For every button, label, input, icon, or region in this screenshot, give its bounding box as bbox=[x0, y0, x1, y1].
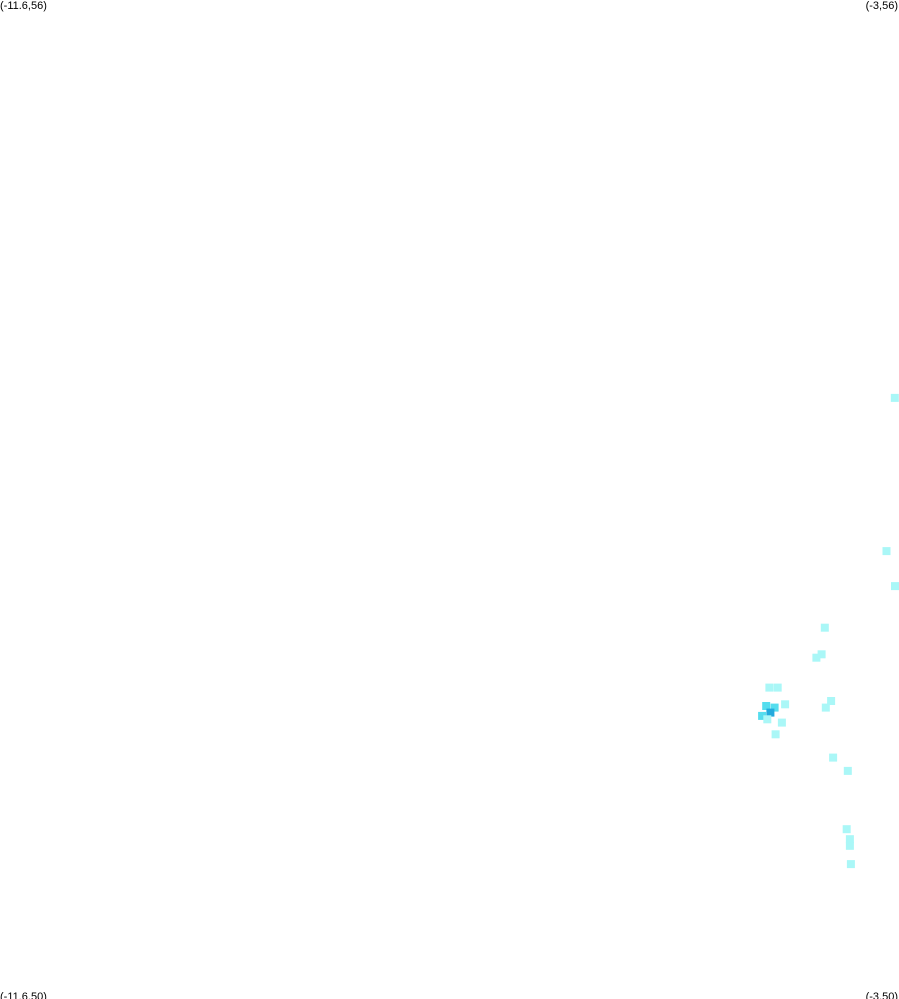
density-cell bbox=[890, 393, 899, 402]
density-cell bbox=[827, 697, 836, 705]
density-cell bbox=[846, 860, 855, 869]
density-cell bbox=[758, 711, 767, 720]
density-cell bbox=[820, 623, 829, 632]
density-cell bbox=[891, 582, 899, 591]
density-cell bbox=[763, 715, 772, 724]
density-cell bbox=[821, 703, 830, 712]
corner-label-bottom-right: (-3,50) bbox=[865, 991, 898, 999]
corner-label-bottom-left: (-11.6,50) bbox=[0, 991, 47, 999]
density-cell bbox=[845, 841, 854, 850]
density-cell bbox=[817, 650, 826, 659]
density-cell bbox=[845, 835, 854, 844]
density-cell bbox=[766, 708, 775, 717]
density-cell bbox=[762, 702, 771, 710]
density-cell bbox=[781, 700, 790, 709]
density-cell bbox=[771, 730, 780, 739]
density-cell bbox=[843, 766, 852, 775]
density-cell bbox=[777, 718, 786, 727]
corner-label-top-right: (-3,56) bbox=[865, 0, 898, 12]
density-cell bbox=[765, 683, 774, 692]
density-cell bbox=[829, 753, 838, 762]
density-cells-layer bbox=[758, 393, 899, 869]
density-cell bbox=[773, 683, 782, 692]
density-cell bbox=[842, 825, 851, 834]
density-cell bbox=[882, 547, 891, 556]
density-cell bbox=[770, 703, 779, 712]
density-cell bbox=[812, 653, 821, 662]
corner-label-top-left: (-11.6,56) bbox=[0, 0, 47, 12]
